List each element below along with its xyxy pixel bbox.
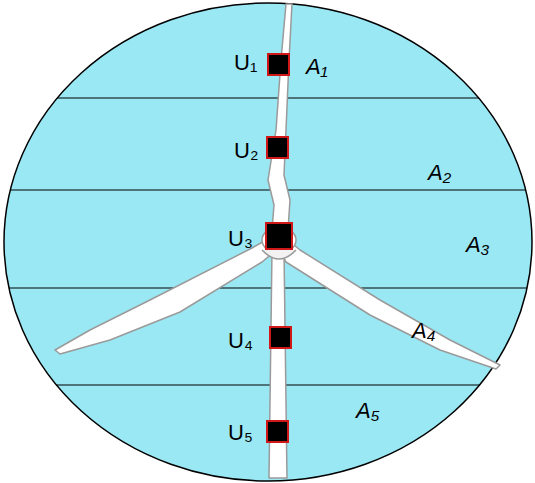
speed-label: U₅: [228, 422, 253, 444]
area-label: A₃: [466, 234, 489, 256]
area-label: A₂: [428, 162, 451, 184]
band-lines: [9, 98, 527, 385]
rotor-area: [4, 3, 532, 481]
wind-turbine: [55, 4, 500, 478]
area-label: A₄: [412, 320, 436, 342]
speed-label: U₂: [234, 140, 258, 162]
area-label: A₅: [356, 400, 380, 422]
area-label: A₁: [306, 56, 328, 78]
speed-label: U₄: [228, 330, 253, 352]
speed-label: U₁: [234, 52, 257, 74]
measurement-points: [266, 54, 292, 442]
speed-label: U₃: [228, 228, 253, 250]
